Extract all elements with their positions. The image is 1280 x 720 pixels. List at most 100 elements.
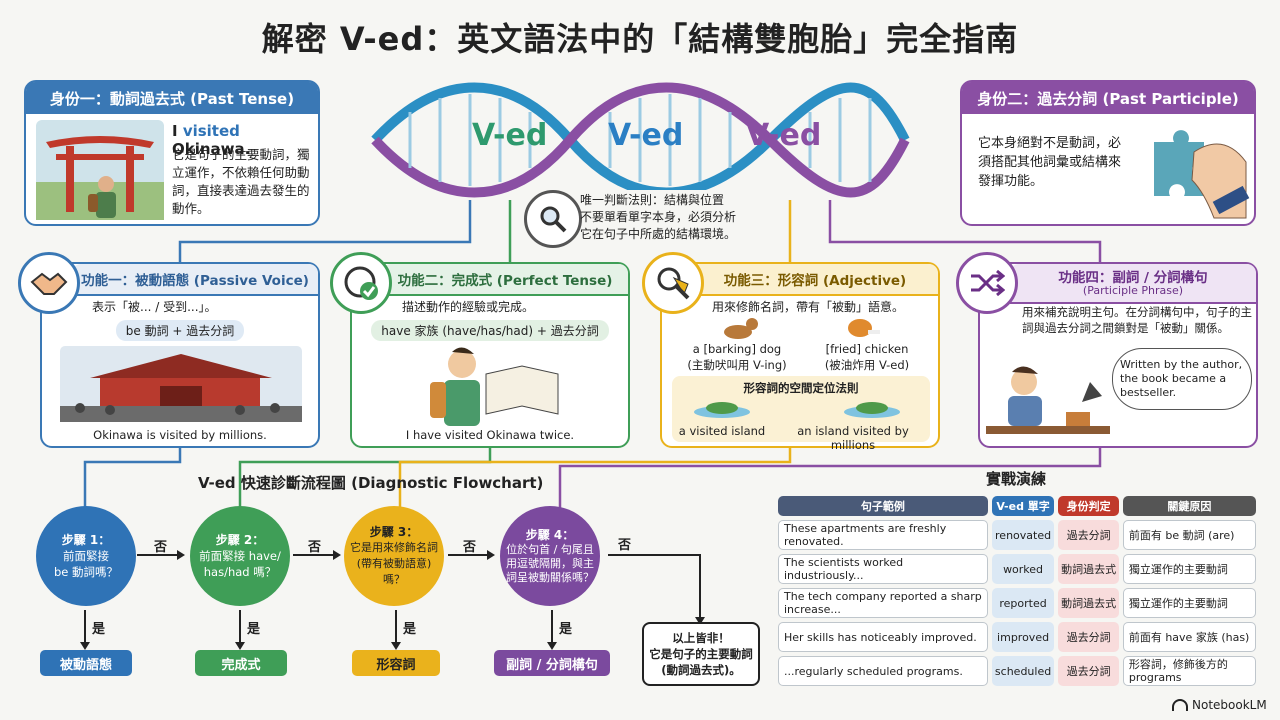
practice-identity: 過去分詞 [1058,520,1119,550]
function-participle-subheader: (Participle Phrase) [1082,284,1184,297]
torii-gate-illustration [36,120,164,220]
function-participle-header-bg [1010,264,1256,304]
example-verb-highlight: visited [182,122,240,140]
handshake-icon [18,252,80,314]
function-perfect-caption: I have visited Okinawa twice. [405,428,575,442]
practice-word: improved [991,622,1055,652]
practice-sentence: The scientists worked industriously... [778,554,988,584]
rule-box: 唯一判斷法則：結構與位置 不要單看單字本身，必須分析 它在句子中所處的結構環境。 [524,190,760,252]
brand-watermark: NotebookLM [1172,698,1267,712]
practice-reason: 獨立運作的主要動詞 [1122,588,1256,618]
flow-result-1: 被動語態 [40,650,132,676]
practice-word: worked [991,554,1055,584]
table-row: The tech company reported a sharp increa… [778,588,1256,618]
adjective-rule-caption-2: an island visited by millions [797,424,909,452]
flow-result-2: 完成式 [195,650,287,676]
function-perfect-header: 功能二：完成式 (Perfect Tense) [382,264,628,296]
past-tense-example: I visited Okinawa. [172,122,318,158]
practice-word: reported [991,588,1055,618]
function-adjective-header: 功能三：形容詞 (Adjective) [692,264,938,296]
function-passive-caption: Okinawa is visited by millions. [93,428,267,442]
flow-yes-3: 是 [403,622,417,637]
dna-helix-illustration [371,82,910,198]
flow-final-text: 以上皆非！ 它是句子的主要動詞 (動詞過去式)。 [649,631,753,677]
practice-identity: 動詞過去式 [1058,554,1119,584]
practice-sentence: The tech company reported a sharp increa… [778,588,988,618]
flow-final-box: 以上皆非！ 它是句子的主要動詞 (動詞過去式)。 [642,622,760,686]
function-passive-header: 功能一：被動語態 (Passive Voice) [72,264,318,296]
flow-step-1-question: 前面緊接 be 動詞嗎？ [53,549,119,579]
practice-identity: 過去分詞 [1058,622,1119,652]
flow-no-4: 否 [618,538,632,553]
table-row: These apartments are freshly renovated. … [778,520,1256,550]
practice-word: renovated [991,520,1055,550]
flow-step-2: 步驟 2： 前面緊接 have/ has/had 嗎？ [190,506,290,606]
practice-reason: 形容詞，修飾後方的 programs [1122,656,1256,686]
function-adjective-card: 功能三：形容詞 (Adjective) 用來修飾名詞，帶有「被動」語意。 a [… [660,262,940,452]
practice-sentence: ...regularly scheduled programs. [778,656,988,686]
island-icon-1 [694,402,750,418]
practice-table: 句子範例 V-ed 單字 身份判定 關鍵原因 These apartments … [774,492,1260,690]
practice-word: scheduled [991,656,1055,686]
practice-reason: 獨立運作的主要動詞 [1122,554,1256,584]
function-participle-desc: 用來補充說明主句。在分詞構句中，句子的主詞與過去分詞之間鎖對是「被動」關係。 [1022,305,1252,335]
flow-step-3-question: 它是用來修飾名詞 (帶有被動語意) 嗎？ [350,541,438,586]
thought-bubble: Written by the author, the book became a… [1112,348,1252,410]
adjective-rule-title: 形容詞的空間定位法則 [743,381,859,395]
adjective-example-1: a [barking] dog [692,342,782,356]
flow-no-1: 否 [154,540,168,555]
dog-icon [724,318,758,339]
notebooklm-icon [1172,699,1188,711]
adjective-example-2-note: (被油炸用 V-ed) [824,358,910,372]
shuffle-icon [956,252,1018,314]
author-writing-illustration [986,366,1110,434]
puzzle-hand-icon [1154,130,1250,219]
shuri-castle-illustration [60,346,302,422]
flow-yes-2: 是 [247,622,261,637]
function-perfect-formula: have 家族 (have/has/had) + 過去分詞 [371,320,609,341]
magnifier-tag-icon [642,252,704,314]
magnifier-icon [524,190,582,248]
island-icon-2 [844,402,900,418]
practice-identity: 動詞過去式 [1058,588,1119,618]
identity-past-participle-header: 身份二：過去分詞 (Past Participle) [962,82,1254,114]
flow-step-3-label: 步驟 3： [369,525,419,539]
practice-identity: 過去分詞 [1058,656,1119,686]
flow-step-1: 步驟 1： 前面緊接 be 動詞嗎？ [36,506,136,606]
practice-header-sentence: 句子範例 [778,496,988,516]
practice-header-reason: 關鍵原因 [1122,496,1256,516]
flow-step-2-label: 步驟 2： [215,533,265,547]
table-row: The scientists worked industriously... w… [778,554,1256,584]
flow-step-1-label: 步驟 1： [61,533,111,547]
flow-yes-1: 是 [92,622,106,637]
flow-step-2-question: 前面緊接 have/ has/had 嗎？ [199,549,281,579]
rule-text: 唯一判斷法則：結構與位置 不要單看單字本身，必須分析 它在句子中所處的結構環境。 [580,193,737,241]
function-perfect-card: 功能二：完成式 (Perfect Tense) 描述動作的經驗或完成。 have… [350,262,630,448]
dna-label-3: V-ed [746,118,822,153]
practice-title: 實戰演練 [986,470,1047,488]
flow-step-3: 步驟 3： 它是用來修飾名詞 (帶有被動語意) 嗎？ [344,506,444,606]
function-passive-desc: 表示「被... / 受到...」。 [92,300,217,314]
flowchart-title: V-ed 快速診斷流程圖 (Diagnostic Flowchart) [198,474,544,492]
function-passive-formula: be 動詞 + 過去分詞 [115,320,245,341]
past-participle-description: 它本身絕對不是動詞，必須搭配其他詞彙或結構來發揮功能。 [978,136,1122,189]
identity-past-participle-card: 身份二：過去分詞 (Past Participle) 它本身絕對不是動詞，必須搭… [960,80,1256,226]
flow-step-4: 步驟 4： 位於句首 / 句尾且 用逗號隔開，與主 詞呈被動關係嗎？ [500,506,600,606]
table-row: Her skills has noticeably improved. impr… [778,622,1256,652]
function-passive-card: 功能一：被動語態 (Passive Voice) 表示「被... / 受到...… [40,262,320,448]
thought-bubble-text: Written by the author, the book became a… [1120,358,1243,399]
flow-result-3: 形容詞 [352,650,440,676]
practice-header-word: V-ed 單字 [991,496,1055,516]
practice-header-identity: 身份判定 [1058,496,1119,516]
function-participle-header: 功能四：副詞 / 分詞構句 [1058,270,1208,286]
adjective-rule-caption-1: a visited island [678,424,766,438]
page-title: 解密 V-ed：英文語法中的「結構雙胞胎」完全指南 [261,20,1019,58]
practice-reason: 前面有 be 動詞 (are) [1122,520,1256,550]
example-object: Okinawa. [172,140,251,158]
flow-result-4: 副詞 / 分詞構句 [494,650,610,676]
flow-no-3: 否 [463,540,477,555]
flow-no-2: 否 [308,540,322,555]
flow-yes-4: 是 [559,622,573,637]
example-subject: I [172,122,183,140]
